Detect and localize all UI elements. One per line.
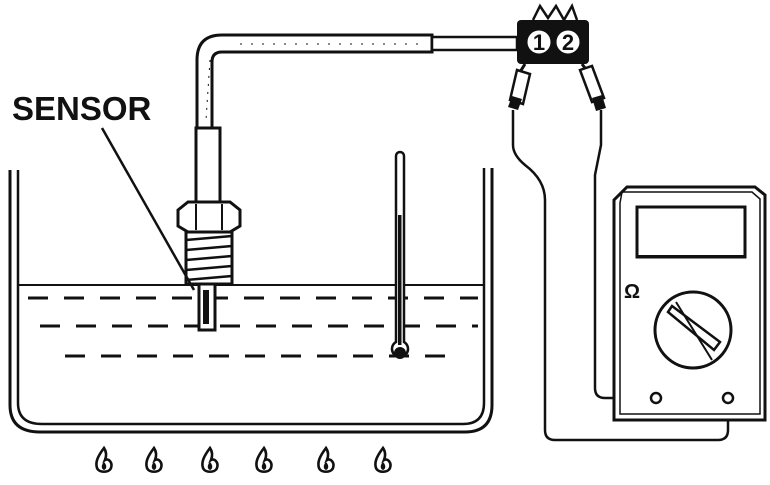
- sensor-callout: SENSOR: [12, 90, 196, 291]
- terminal-2-label: 2: [562, 30, 574, 55]
- water: [18, 284, 484, 358]
- burner-flames: [95, 446, 392, 474]
- flame-icon: [201, 446, 219, 474]
- sensor-cable: [195, 33, 519, 130]
- thermometer: [390, 150, 410, 359]
- test-clip-left: [508, 68, 532, 110]
- selector-dial: [653, 290, 733, 370]
- sensor-body: [176, 126, 242, 332]
- test-clip-right: [578, 64, 606, 111]
- terminal-1-label: 1: [533, 30, 545, 55]
- meter-terminal-left: [649, 391, 663, 405]
- ohm-label: Ω: [624, 281, 640, 303]
- flame-icon: [255, 446, 273, 474]
- test-leads: [511, 110, 730, 442]
- flame-icon: [145, 446, 163, 474]
- meter-display: [635, 205, 747, 259]
- flame-icon: [317, 446, 335, 474]
- meter-terminal-right: [721, 391, 735, 405]
- water-container: [8, 168, 494, 434]
- flame-icon: [374, 446, 392, 474]
- sensor-label: SENSOR: [12, 90, 152, 127]
- ohmmeter: Ω: [612, 185, 767, 422]
- flame-icon: [95, 446, 113, 474]
- terminal-connector: 1 2: [517, 3, 590, 73]
